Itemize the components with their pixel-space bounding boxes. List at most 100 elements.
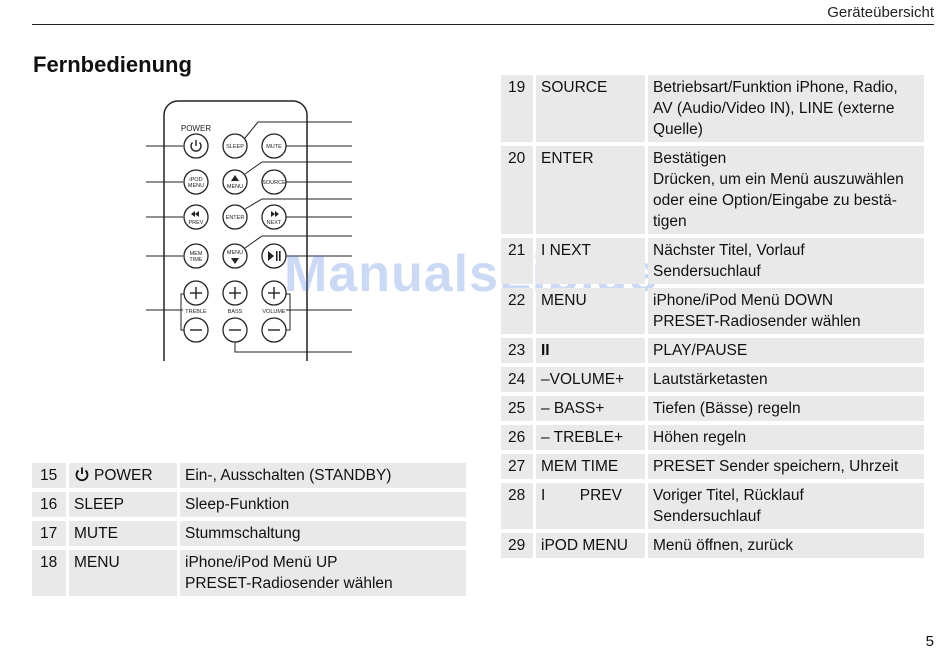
desc-line: Sendersuchlauf — [653, 263, 761, 280]
menu-down-label: MENU — [227, 250, 243, 256]
desc-line: PRESET-Radiosender wählen — [185, 575, 393, 592]
next-label: NEXT — [267, 220, 282, 226]
row-number: 26 — [501, 425, 533, 450]
row-number: 17 — [32, 521, 66, 546]
desc-line: Ein-, Ausschalten (STANDBY) — [185, 467, 392, 484]
row-number: 25 — [501, 396, 533, 421]
desc-line: Stummschaltung — [185, 525, 301, 542]
header-rule — [32, 24, 934, 25]
bass-label: BASS — [228, 309, 243, 315]
row-key: I NEXT — [536, 238, 645, 284]
menu-down-arrow-icon — [231, 258, 239, 264]
row-key: – TREBLE+ — [536, 425, 645, 450]
desc-line: Voriger Titel, Rücklauf — [653, 487, 804, 504]
table-row: 27 MEM TIME PRESET Sender speichern, Uhr… — [501, 454, 924, 479]
row-desc: iPhone/iPod Menü UP PRESET-Radiosender w… — [180, 550, 466, 596]
table-row: 16 SLEEP Sleep-Funktion — [32, 492, 466, 517]
table-row: 21 I NEXT Nächster Titel, Vorlauf Sender… — [501, 238, 924, 284]
desc-line: iPhone/iPod Menü DOWN — [653, 292, 834, 309]
row-key: SLEEP — [69, 492, 177, 517]
prev-label: PREV — [189, 220, 204, 226]
row-desc: PRESET Sender speichern, Uhrzeit — [648, 454, 924, 479]
sleep-label: SLEEP — [226, 144, 244, 150]
row-key: MENU — [69, 550, 177, 596]
row-key: – BASS+ — [536, 396, 645, 421]
sleep-button — [222, 133, 248, 159]
power-icon — [75, 467, 89, 482]
row-number: 15 — [32, 463, 66, 488]
desc-line: Menü öffnen, zurück — [653, 537, 794, 554]
page-number: 5 — [925, 633, 934, 650]
source-button — [261, 169, 287, 195]
desc-line: Tiefen (Bässe) regeln — [653, 400, 801, 417]
desc-line: Betriebsart/Funktion iPhone, Radio, AV (… — [653, 79, 898, 138]
next-icon — [271, 211, 275, 217]
enter-button — [222, 204, 248, 230]
table-row: 15 POWER Ein-, Ausschalten (STANDBY) — [32, 463, 466, 488]
row-number: 27 — [501, 454, 533, 479]
row-key: ENTER — [536, 146, 645, 234]
enter-label: ENTER — [226, 215, 245, 221]
row-key: iPOD MENU — [536, 533, 645, 558]
row-key: POWER — [69, 463, 177, 488]
right-key-table: 19 SOURCE Betriebsart/Funktion iPhone, R… — [501, 75, 924, 562]
table-row: 25 – BASS+ Tiefen (Bässe) regeln — [501, 396, 924, 421]
menu-up-label: MENU — [227, 184, 243, 190]
desc-line: Nächster Titel, Vorlauf — [653, 242, 805, 259]
row-number: 18 — [32, 550, 66, 596]
left-key-table: 15 POWER Ein-, Ausschalten (STANDBY) 16 … — [32, 463, 466, 600]
row-number: 21 — [501, 238, 533, 284]
row-number: 22 — [501, 288, 533, 334]
desc-line: Bestätigen — [653, 150, 727, 167]
mem-time-button — [183, 243, 209, 269]
table-row: 24 –VOLUME+ Lautstärketasten — [501, 367, 924, 392]
row-key: II — [536, 338, 645, 363]
desc-line: PRESET Sender speichern, Uhrzeit — [653, 458, 899, 475]
row-desc: Höhen regeln — [648, 425, 924, 450]
row-key: MUTE — [69, 521, 177, 546]
row-desc: Nächster Titel, Vorlauf Sendersuchlauf — [648, 238, 924, 284]
desc-line: iPhone/iPod Menü UP — [185, 554, 338, 571]
row-key-text: POWER — [94, 467, 153, 484]
row-desc: iPhone/iPod Menü DOWN PRESET-Radiosender… — [648, 288, 924, 334]
desc-line: Sleep-Funktion — [185, 496, 290, 513]
prev-button — [183, 204, 209, 230]
desc-line: Drücken, um ein Menü auszuwählen oder ei… — [653, 171, 904, 230]
table-row: 18 MENU iPhone/iPod Menü UP PRESET-Radio… — [32, 550, 466, 596]
row-number: 20 — [501, 146, 533, 234]
ipod-menu-button — [183, 169, 209, 195]
row-key: –VOLUME+ — [536, 367, 645, 392]
mute-button — [261, 133, 287, 159]
row-desc: Lautstärketasten — [648, 367, 924, 392]
row-key: MENU — [536, 288, 645, 334]
table-row: 22 MENU iPhone/iPod Menü DOWN PRESET-Rad… — [501, 288, 924, 334]
table-row: 23 II PLAY/PAUSE — [501, 338, 924, 363]
ipod-menu-label-1: iPOD — [189, 177, 202, 183]
row-key: SOURCE — [536, 75, 645, 142]
row-number: 19 — [501, 75, 533, 142]
desc-line: Höhen regeln — [653, 429, 747, 446]
table-row: 28 I PREV Voriger Titel, Rücklauf Sender… — [501, 483, 924, 529]
table-row: 29 iPOD MENU Menü öffnen, zurück — [501, 533, 924, 558]
table-row: 17 MUTE Stummschaltung — [32, 521, 466, 546]
mute-label: MUTE — [266, 144, 282, 150]
desc-line: Lautstärketasten — [653, 371, 768, 388]
page-title: Fernbedienung — [33, 52, 192, 77]
row-number: 28 — [501, 483, 533, 529]
row-desc: Tiefen (Bässe) regeln — [648, 396, 924, 421]
row-desc: Stummschaltung — [180, 521, 466, 546]
power-icon — [190, 142, 202, 152]
row-number: 23 — [501, 338, 533, 363]
row-number: 29 — [501, 533, 533, 558]
menu-up-arrow-icon — [231, 175, 239, 181]
prev-icon — [191, 211, 195, 217]
row-desc: Voriger Titel, Rücklauf Sendersuchlauf — [648, 483, 924, 529]
desc-line: PLAY/PAUSE — [653, 342, 748, 359]
table-row: 19 SOURCE Betriebsart/Funktion iPhone, R… — [501, 75, 924, 142]
next-button — [261, 204, 287, 230]
row-desc: Ein-, Ausschalten (STANDBY) — [180, 463, 466, 488]
row-desc: PLAY/PAUSE — [648, 338, 924, 363]
row-desc: Menü öffnen, zurück — [648, 533, 924, 558]
power-label: POWER — [181, 124, 211, 133]
header-section-title: Geräteübersicht — [827, 4, 934, 21]
